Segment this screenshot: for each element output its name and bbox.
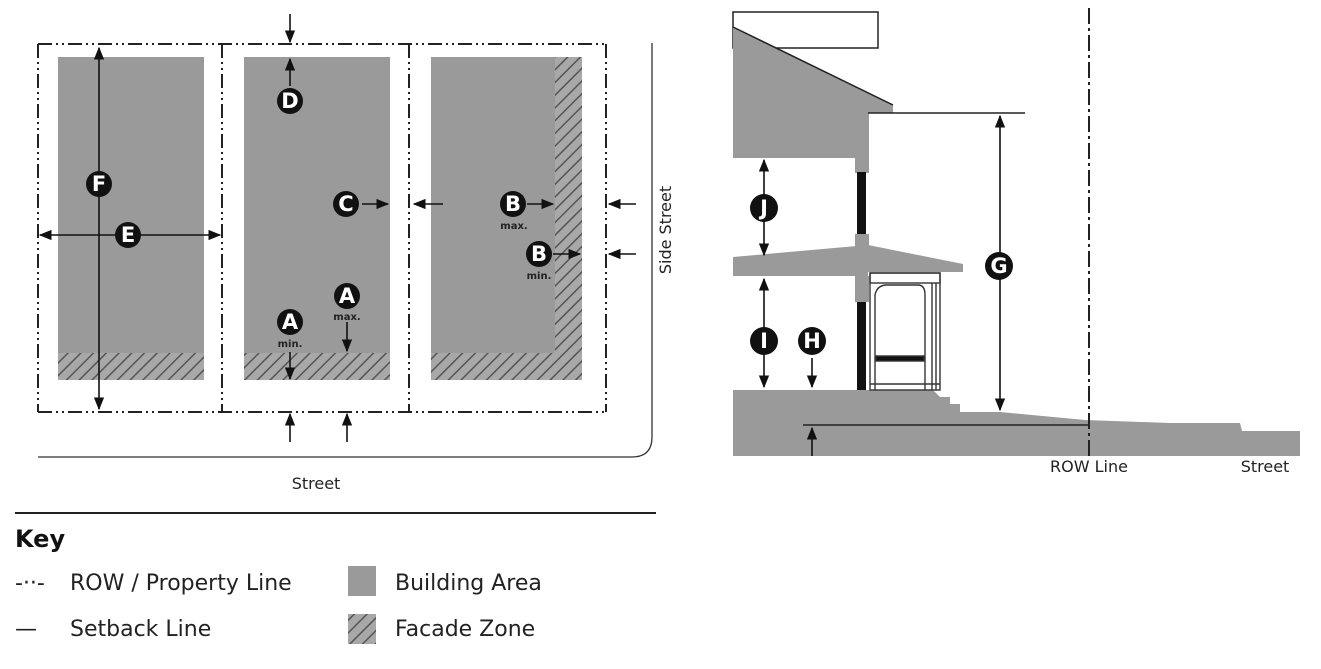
upper-window <box>857 172 866 234</box>
site-plan: F E D C A max. A min. B max. <box>37 14 675 493</box>
callout-f: F <box>86 171 112 197</box>
key-label-row-line: ROW / Property Line <box>70 571 292 596</box>
second-floor-slab <box>733 140 861 158</box>
key-title: Key <box>15 525 65 553</box>
key-swatch-facade-zone <box>348 614 376 644</box>
key-label-setback: Setback Line <box>70 617 211 642</box>
callout-h-letter: H <box>803 329 821 353</box>
callout-b-min-sub: min. <box>527 271 552 282</box>
callout-g-letter: G <box>990 254 1007 278</box>
key-legend: Key -··- ROW / Property Line — Setback L… <box>15 512 656 644</box>
callout-b-max-sub: max. <box>500 221 527 232</box>
key-swatch-building-area <box>348 566 376 596</box>
row-line-label: ROW Line <box>1050 457 1128 476</box>
callout-j-letter: J <box>758 196 768 220</box>
building-section: G J I H ROW Line Street <box>732 8 1300 476</box>
facade-zone-lot-3-side <box>555 57 582 380</box>
building-area-lot-3 <box>431 57 555 353</box>
callout-e-letter: E <box>121 223 135 247</box>
section-street-label: Street <box>1241 457 1290 476</box>
callout-a-min-sub: min. <box>278 339 303 350</box>
key-symbol-row-line: -··- <box>15 571 45 596</box>
callout-a-max: A max. <box>333 283 361 323</box>
porch-roof <box>733 245 963 276</box>
building-area-lot-2 <box>244 57 390 353</box>
ground-mass <box>733 390 1300 456</box>
key-label-facade-zone: Facade Zone <box>395 617 535 642</box>
key-symbol-setback: — <box>15 617 37 642</box>
callout-b-min-letter: B <box>531 242 547 266</box>
callout-j: J <box>750 194 778 222</box>
plan-dimension-arrows <box>38 14 636 442</box>
plan-street-label: Street <box>292 474 341 493</box>
callout-f-letter: F <box>92 172 106 196</box>
callout-i: I <box>750 327 778 355</box>
roof-eave <box>733 27 893 155</box>
callout-b-min: B min. <box>526 241 552 282</box>
callout-i-letter: I <box>760 329 768 353</box>
street-curb-line <box>38 43 653 458</box>
row-property-lines <box>37 43 607 413</box>
facade-zone-lot-2 <box>244 353 390 380</box>
callout-a-max-sub: max. <box>333 312 360 323</box>
callout-h: H <box>798 327 826 355</box>
front-porch <box>869 272 941 391</box>
callout-a-min: A min. <box>277 309 303 350</box>
callout-b-max: B max. <box>500 191 528 232</box>
callout-d-letter: D <box>281 89 298 113</box>
facade-zone-lot-3-front <box>431 353 555 380</box>
callout-c-letter: C <box>338 192 353 216</box>
callout-a-min-letter: A <box>282 310 299 334</box>
callout-a-max-letter: A <box>339 284 356 308</box>
facade-zone-lot-1 <box>58 353 204 380</box>
lower-window <box>857 302 866 390</box>
side-street-label: Side Street <box>656 186 675 274</box>
callout-c: C <box>333 191 359 217</box>
callout-e: E <box>115 222 141 248</box>
callout-g: G <box>985 252 1013 280</box>
building-area-lot-1 <box>58 57 204 353</box>
callout-d: D <box>277 88 303 114</box>
key-label-building-area: Building Area <box>395 571 542 596</box>
callout-b-max-letter: B <box>505 192 521 216</box>
